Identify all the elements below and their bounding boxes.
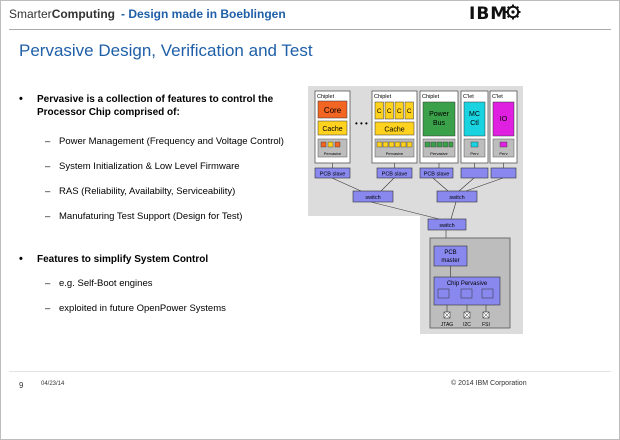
io-block xyxy=(492,101,515,137)
mc-ctl-label: MC xyxy=(469,111,480,118)
pervasive-label: Pervasive xyxy=(386,151,404,156)
perv-block xyxy=(463,138,486,158)
cache-label: Cache xyxy=(384,127,404,134)
cache-label: Cache xyxy=(322,126,342,133)
cache-block xyxy=(374,121,415,136)
core-block xyxy=(317,100,348,119)
switch-label: switch xyxy=(365,195,380,201)
sub-item-text: e.g. Self-Boot engines xyxy=(59,278,153,289)
ellipsis: • • • xyxy=(355,119,368,128)
bullet-system-control: • Features to simplify System Control xyxy=(15,253,315,266)
perv-label: Perv xyxy=(470,151,478,156)
pcb-slave-label: PCB slave xyxy=(424,172,450,178)
core-c-label: C xyxy=(377,108,382,115)
switch-main xyxy=(427,218,467,231)
diagram-canvas: Chiplet Core Cache Pervasive • • • Chipl… xyxy=(308,86,523,334)
bullet-dot: • xyxy=(19,253,23,265)
sub-item-text: Manufaturing Test Support (Design for Te… xyxy=(59,211,243,222)
switch-label: switch xyxy=(449,195,464,201)
chiplet-label: Chiplet xyxy=(374,94,392,100)
core-c-label: C xyxy=(397,108,402,115)
chip-pervasive xyxy=(433,276,501,306)
sub-item-text: System Initialization & Low Level Firmwa… xyxy=(59,161,240,172)
cplet-label: C'let xyxy=(492,94,503,100)
pcb-slave xyxy=(419,167,454,179)
sub-item-text: Power Management (Frequency and Voltage … xyxy=(59,136,284,147)
brand-thin-text: Smarter xyxy=(9,7,52,21)
pcb-slave xyxy=(314,167,351,179)
sub-item: –e.g. Self-Boot engines xyxy=(45,278,153,289)
bullet-system-control-text: Features to simplify System Control xyxy=(37,254,209,265)
pcb-slave xyxy=(460,167,489,179)
core-c-label: C xyxy=(407,108,412,115)
bullet-pervasive: • Pervasive is a collection of features … xyxy=(15,93,315,119)
page-number: 9 xyxy=(19,381,24,390)
power-bus-label: Bus xyxy=(433,120,446,127)
footer-date: 04/23/14 xyxy=(41,381,65,387)
i2c-label: I2C xyxy=(463,322,471,328)
pcb-slave xyxy=(376,167,413,179)
sub-item-text: RAS (Reliability, Availabilty, Serviceab… xyxy=(59,186,236,197)
pcb-slave-label: PCB slave xyxy=(320,172,346,178)
pervasive-label: Pervasive xyxy=(324,151,342,156)
switch-label: switch xyxy=(439,223,454,229)
pcb-slave-label: PCB slave xyxy=(382,172,408,178)
sub-item: –Manufaturing Test Support (Design for T… xyxy=(45,211,243,222)
sub-item: –exploited in future OpenPower Systems xyxy=(45,303,226,314)
bullet-pervasive-text: Pervasive is a collection of features to… xyxy=(37,94,274,118)
chiplet-label: Chiplet xyxy=(422,94,440,100)
power-bus-label: Power xyxy=(429,111,450,118)
power-bus-block xyxy=(422,101,456,137)
core-label: Core xyxy=(324,106,342,115)
jtag-label: JTAG xyxy=(441,322,454,328)
cache-block xyxy=(317,120,348,136)
sub-item: –RAS (Reliability, Availabilty, Servicea… xyxy=(45,186,236,197)
header-divider xyxy=(9,29,611,30)
mc-ctl-block xyxy=(463,101,486,137)
pcb-master-label: master xyxy=(441,258,459,264)
slide-content: • Pervasive is a collection of features … xyxy=(15,93,315,315)
sub-item: –Power Management (Frequency and Voltage… xyxy=(45,136,284,147)
switch xyxy=(436,190,478,203)
header-tagline: - Design made in Boeblingen xyxy=(121,7,286,21)
bullet-dot: • xyxy=(19,93,23,105)
pervasive-label: Pervasive xyxy=(430,151,448,156)
slide-title: Pervasive Design, Verification and Test xyxy=(19,41,313,60)
cplet-label: C'let xyxy=(463,94,474,100)
sub-item-text: exploited in future OpenPower Systems xyxy=(59,303,226,314)
io-pins xyxy=(446,305,487,312)
fsi-label: FSI xyxy=(482,322,490,328)
core-c-label: C xyxy=(387,108,392,115)
gear-icon xyxy=(505,4,521,20)
smarter-computing-brand: SmarterComputing xyxy=(9,7,115,21)
pervasive-architecture-diagram: Chiplet Core Cache Pervasive • • • Chipl… xyxy=(306,84,616,339)
perv-block xyxy=(492,138,515,158)
switch xyxy=(352,190,394,203)
pcb-slave xyxy=(490,167,517,179)
sub-item: –System Initialization & Low Level Firmw… xyxy=(45,161,240,172)
header-bar: SmarterComputing - Design made in Boebli… xyxy=(1,1,619,29)
footer-copyright: © 2014 IBM Corporation xyxy=(451,380,527,387)
chip-pervasive-label: Chip Pervasive xyxy=(447,281,488,287)
perv-label: Perv xyxy=(499,151,507,156)
mc-ctl-label: Ctl xyxy=(470,120,479,127)
footer-divider xyxy=(9,371,611,372)
ibm-logo: IBM xyxy=(469,4,509,24)
brand-bold-text: Computing xyxy=(51,7,116,21)
io-label: IO xyxy=(500,116,508,123)
chiplet-label: Chiplet xyxy=(317,94,335,100)
pcb-master-label: PCB xyxy=(444,250,456,256)
